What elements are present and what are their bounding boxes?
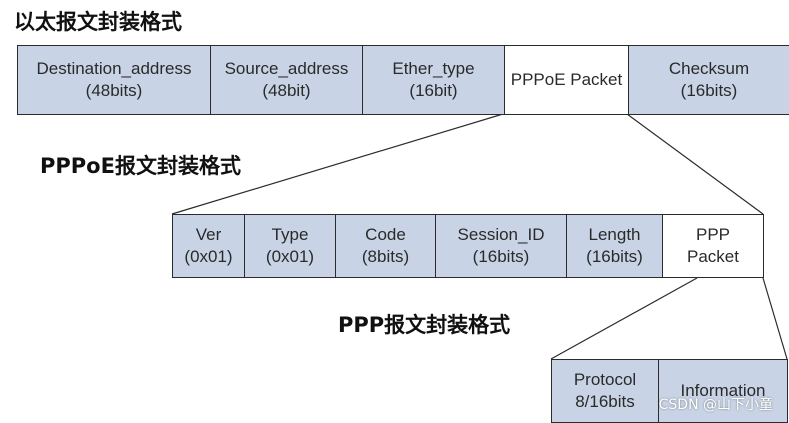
field-name: Destination_address	[36, 59, 192, 78]
field-name: Information	[680, 381, 766, 400]
field-size: Packet	[687, 247, 739, 266]
field-code: Code (8bits)	[335, 214, 436, 278]
field-name: Code	[365, 225, 406, 244]
connector-line	[171, 113, 504, 215]
ethernet-heading: 以太报文封装格式	[14, 10, 182, 34]
field-source-address: Source_address (48bit)	[210, 45, 363, 115]
watermark: CSDN @山下小童	[658, 397, 773, 413]
field-size: (0x01)	[184, 247, 233, 266]
field-ver: Ver (0x01)	[172, 214, 245, 278]
field-name: Protocol	[573, 370, 637, 389]
field-size: (16bits)	[586, 247, 643, 266]
field-size: (8bits)	[361, 247, 410, 266]
field-name: Checksum	[668, 59, 750, 78]
field-name: Length	[588, 225, 641, 244]
field-ether-type: Ether_type (16bit)	[362, 45, 505, 115]
field-protocol: Protocol 8/16bits	[551, 359, 659, 423]
ppp-heading: PPP报文封装格式	[338, 313, 511, 337]
ethernet-frame: Destination_address (48bits) Source_addr…	[17, 45, 789, 115]
field-destination-address: Destination_address (48bits)	[17, 45, 211, 115]
connector-line	[762, 277, 788, 360]
field-name: Type	[271, 225, 309, 244]
field-name: Session_ID	[457, 225, 545, 244]
field-name: PPPoE Packet	[510, 70, 623, 89]
field-size: (0x01)	[265, 247, 315, 266]
field-size: (16bits)	[680, 81, 738, 100]
field-name: Source_address	[224, 59, 349, 78]
field-name: Ether_type	[392, 59, 475, 78]
field-pppoe-packet: PPPoE Packet	[504, 45, 629, 115]
field-checksum: Checksum (16bits)	[628, 45, 789, 115]
field-size: (16bits)	[472, 247, 530, 266]
field-length: Length (16bits)	[566, 214, 663, 278]
field-ppp-packet: PPP Packet	[662, 214, 764, 278]
field-size: (16bit)	[409, 81, 458, 100]
field-session-id: Session_ID (16bits)	[435, 214, 567, 278]
connector-line	[626, 113, 764, 215]
field-name: Ver	[195, 225, 222, 244]
pppoe-heading: PPPoE报文封装格式	[40, 154, 241, 178]
connector-line	[550, 277, 698, 360]
field-type: Type (0x01)	[244, 214, 336, 278]
pppoe-packet: Ver (0x01) Type (0x01) Code (8bits) Sess…	[172, 214, 764, 278]
field-size: (48bit)	[262, 81, 311, 100]
field-size: 8/16bits	[575, 392, 635, 411]
field-size: (48bits)	[85, 81, 143, 100]
field-name: PPP	[695, 225, 731, 244]
